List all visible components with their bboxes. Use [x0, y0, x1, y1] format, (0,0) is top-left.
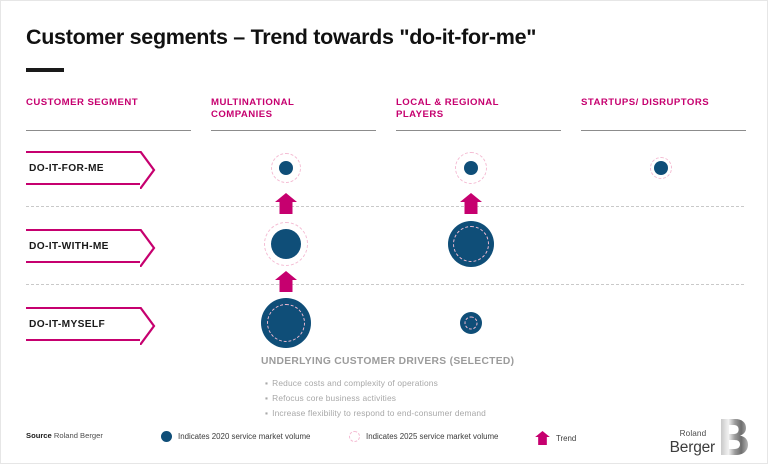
bubble-2020-dot [654, 161, 668, 175]
column-header-line1: STARTUPS/ DISRUPTORS [581, 97, 710, 108]
bullet-icon: ▪ [265, 393, 269, 403]
column-header-line1: MULTINATIONAL [211, 97, 295, 108]
bullet-icon: ▪ [265, 378, 269, 388]
row-separator-2 [26, 284, 744, 285]
column-rule-local-regional-players [396, 130, 561, 131]
logo-wordmark: Roland Berger [669, 429, 716, 456]
legend-item-trend: Trend [535, 431, 576, 445]
driver-item-1: ▪Reduce costs and complexity of operatio… [265, 378, 438, 388]
row-separator-1 [26, 206, 744, 207]
row-label-do-it-myself[interactable]: DO-IT-MYSELF [26, 306, 156, 346]
bubble-2020-dot [464, 161, 478, 175]
column-header-local-regional-players: LOCAL & REGIONAL PLAYERS [396, 97, 499, 121]
source-note: Source Roland Berger [26, 431, 103, 440]
bullet-icon: ▪ [265, 408, 269, 418]
column-header-startups-disruptors: STARTUPS/ DISRUPTORS [581, 97, 709, 109]
driver-item-text: Reduce costs and complexity of operation… [272, 378, 438, 388]
column-rule-customer-segment [26, 130, 191, 131]
logo-b-mark-icon [719, 419, 749, 455]
legend-item-2025: Indicates 2025 service market volume [349, 431, 498, 442]
bubble-2025-ring [271, 153, 301, 183]
row-label-text: DO-IT-WITH-ME [29, 240, 109, 252]
row-label-do-it-for-me[interactable]: DO-IT-FOR-ME [26, 150, 156, 190]
bubble-2020-dot [271, 229, 301, 259]
title-accent-rule [26, 68, 64, 72]
page-title: Customer segments – Trend towards "do-it… [26, 25, 537, 49]
legend-item-2020: Indicates 2020 service market volume [161, 431, 310, 442]
chevron-right-icon [139, 228, 156, 268]
trend-arrow-multinational-myself-to-withme [275, 193, 297, 219]
row-label-text: DO-IT-FOR-ME [29, 162, 104, 174]
legend-label: Indicates 2025 service market volume [366, 432, 499, 441]
driver-item-text: Refocus core business activities [272, 393, 397, 403]
legend-label: Indicates 2020 service market volume [178, 432, 311, 441]
column-header-multinational-companies: MULTINATIONAL COMPANIES [211, 97, 294, 121]
chevron-right-icon [139, 306, 156, 346]
chevron-right-icon [139, 150, 156, 190]
bubble-2020-dot [279, 161, 293, 175]
bubble-2025-ring [453, 226, 489, 262]
solid-blue-circle-icon [161, 431, 172, 442]
column-header-line1: CUSTOMER SEGMENT [26, 97, 139, 108]
legend-label: Trend [556, 433, 577, 443]
bubble-2025-ring [455, 152, 487, 184]
source-label: Source [26, 431, 52, 440]
driver-item-2: ▪Refocus core business activities [265, 393, 396, 403]
trend-arrow-local-withme-to-forme [460, 193, 482, 219]
bubble-2025-ring [464, 316, 478, 330]
roland-berger-logo: Roland Berger [670, 419, 749, 455]
column-header-line1: LOCAL & REGIONAL [396, 97, 499, 108]
drivers-heading: UNDERLYING CUSTOMER DRIVERS (SELECTED) [261, 356, 515, 367]
bubble-2025-ring [650, 157, 672, 179]
logo-line-roland: Roland [679, 429, 707, 439]
bubble-2025-ring [267, 304, 305, 342]
row-label-text: DO-IT-MYSELF [29, 318, 106, 330]
trend-arrow-multinational-withme-to-forme [275, 271, 297, 297]
column-header-line2: PLAYERS [396, 109, 444, 120]
trend-arrow-icon [535, 431, 550, 445]
row-label-do-it-with-me[interactable]: DO-IT-WITH-ME [26, 228, 156, 268]
bubble-2025-ring [264, 222, 308, 266]
dashed-pink-circle-icon [349, 431, 360, 442]
column-rule-multinational-companies [211, 130, 376, 131]
driver-item-3: ▪Increase flexibility to respond to end-… [265, 408, 486, 418]
logo-line-berger: Berger [669, 438, 716, 456]
source-value: Roland Berger [53, 431, 103, 440]
column-header-customer-segment: CUSTOMER SEGMENT [26, 97, 138, 109]
column-rule-startups-disruptors [581, 130, 746, 131]
column-header-line2: COMPANIES [211, 109, 273, 120]
driver-item-text: Increase flexibility to respond to end-c… [272, 408, 486, 418]
